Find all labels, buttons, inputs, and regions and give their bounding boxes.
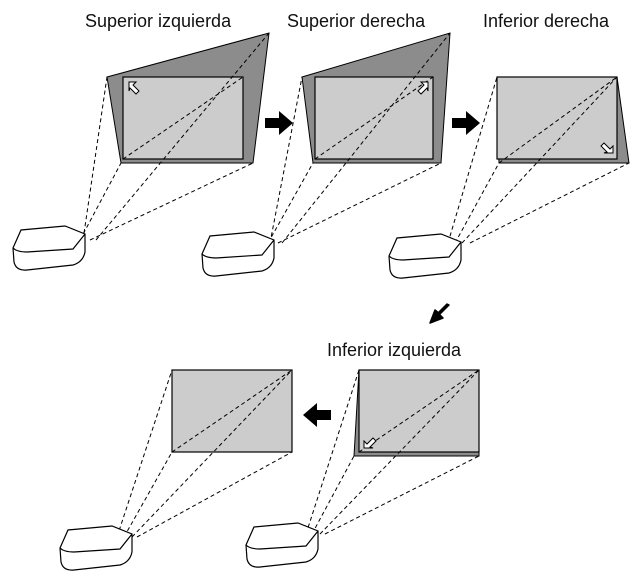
arrow-up-left-icon [128, 81, 140, 95]
projector-icon [12, 225, 86, 271]
panel-bottom-left [245, 369, 480, 568]
step-label-top-right: Superior derecha [287, 11, 426, 31]
projector-icon [388, 233, 462, 279]
arrow-down-left-icon [429, 303, 450, 324]
projector-icon [59, 525, 133, 571]
arrow-left-icon [303, 403, 331, 427]
panel-top-right [201, 32, 451, 277]
arrow-down-right-icon [600, 142, 614, 154]
projector-icon [201, 231, 275, 277]
arrow-up-right-icon [417, 81, 429, 95]
step-label-top-left: Superior izquierda [85, 11, 232, 31]
panel-top-left [12, 32, 270, 271]
projector-icon [245, 522, 319, 568]
arrow-right-icon [452, 111, 480, 135]
step-label-bottom-left: Inferior izquierda [327, 340, 462, 360]
projection-lines [305, 369, 480, 535]
arrow-right-icon [265, 111, 293, 135]
panel-result [59, 369, 293, 571]
arrow-down-left-icon [363, 437, 377, 449]
projection-lines [447, 76, 630, 244]
screen-rect [496, 76, 618, 160]
projection-lines [116, 369, 293, 538]
step-label-bottom-right: Inferior derecha [483, 11, 610, 31]
panel-bottom-right [388, 76, 630, 279]
projection-lines [267, 32, 451, 244]
projection-lines [79, 32, 270, 241]
